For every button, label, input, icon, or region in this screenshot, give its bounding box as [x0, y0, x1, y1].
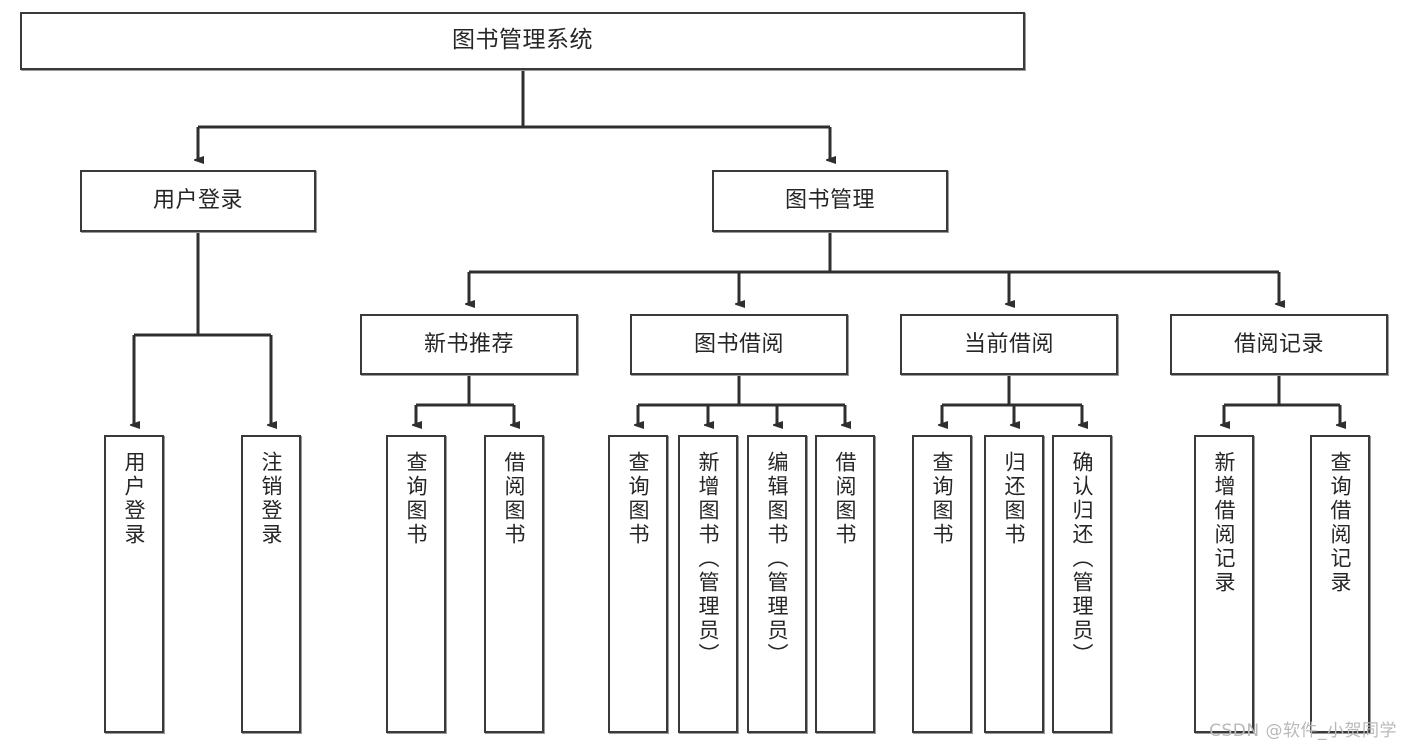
node-leaf-add-book[interactable]: 新增图书（管理员）: [678, 435, 738, 733]
node-root-label: 图书管理系统: [452, 27, 593, 54]
node-root[interactable]: 图书管理系统: [20, 12, 1025, 70]
node-leaf-add-record[interactable]: 新增借阅记录: [1194, 435, 1254, 733]
node-leaf-return-book-label: 归还图书: [1002, 451, 1027, 547]
node-leaf-add-record-label: 新增借阅记录: [1212, 451, 1237, 595]
node-new-book-rec-label: 新书推荐: [423, 331, 514, 357]
node-leaf-borrow-book-2[interactable]: 借阅图书: [815, 435, 875, 733]
node-leaf-borrow-book-2-label: 借阅图书: [833, 451, 858, 547]
node-leaf-confirm-return[interactable]: 确认归还（管理员）: [1052, 435, 1112, 733]
node-current-borrow-label: 当前借阅: [963, 331, 1054, 357]
node-leaf-query-book-2[interactable]: 查询图书: [608, 435, 668, 733]
node-book-manage-label: 图书管理: [784, 188, 875, 214]
csdn-watermark: CSDN @软件_小贺同学: [1209, 721, 1397, 741]
node-leaf-borrow-book-1-label: 借阅图书: [502, 451, 527, 547]
node-leaf-borrow-book-1[interactable]: 借阅图书: [484, 435, 544, 733]
node-leaf-edit-book[interactable]: 编辑图书（管理员）: [747, 435, 807, 733]
node-borrow-record[interactable]: 借阅记录: [1170, 314, 1388, 375]
node-leaf-query-book-3-label: 查询图书: [930, 451, 955, 547]
node-leaf-user-logout-label: 注销登录: [259, 451, 284, 547]
node-new-book-rec[interactable]: 新书推荐: [360, 314, 578, 375]
node-book-borrow-label: 图书借阅: [693, 331, 784, 357]
node-leaf-query-book-1[interactable]: 查询图书: [386, 435, 446, 733]
node-leaf-query-record-label: 查询借阅记录: [1328, 451, 1353, 595]
node-leaf-query-book-1-label: 查询图书: [404, 451, 429, 547]
node-leaf-user-logout[interactable]: 注销登录: [241, 435, 301, 733]
node-leaf-edit-book-label: 编辑图书（管理员）: [765, 451, 790, 667]
node-leaf-return-book[interactable]: 归还图书: [984, 435, 1044, 733]
node-current-borrow[interactable]: 当前借阅: [900, 314, 1118, 375]
node-user-login-label: 用户登录: [152, 188, 243, 214]
node-leaf-query-book-3[interactable]: 查询图书: [912, 435, 972, 733]
node-leaf-add-book-label: 新增图书（管理员）: [696, 451, 721, 667]
node-book-manage[interactable]: 图书管理: [712, 170, 948, 232]
node-leaf-confirm-return-label: 确认归还（管理员）: [1070, 451, 1095, 667]
node-borrow-record-label: 借阅记录: [1233, 331, 1324, 357]
node-book-borrow[interactable]: 图书借阅: [630, 314, 848, 375]
node-leaf-query-book-2-label: 查询图书: [626, 451, 651, 547]
node-leaf-query-record[interactable]: 查询借阅记录: [1310, 435, 1370, 733]
node-leaf-user-login[interactable]: 用户登录: [104, 435, 164, 733]
node-user-login[interactable]: 用户登录: [80, 170, 316, 232]
node-leaf-user-login-label: 用户登录: [122, 451, 147, 547]
